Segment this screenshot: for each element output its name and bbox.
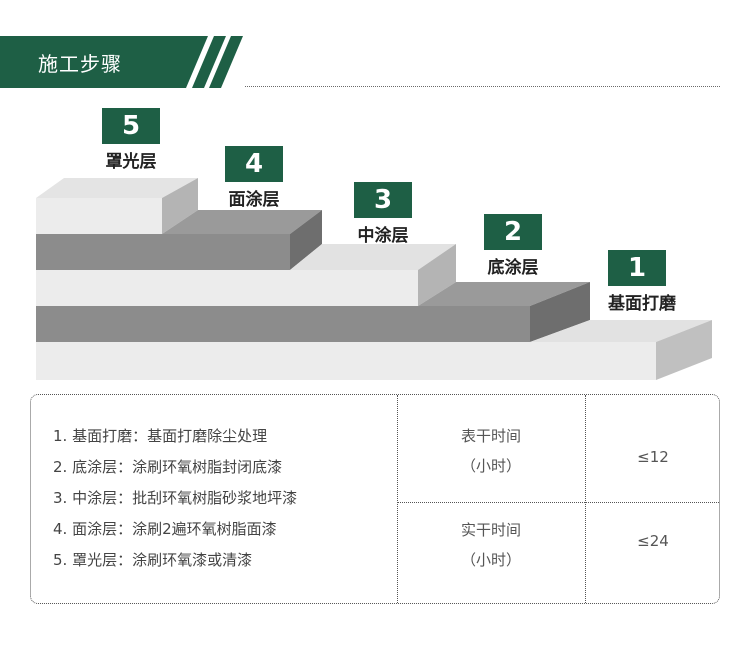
- section-title: 施工步骤: [38, 52, 122, 76]
- stair-graphic: [36, 178, 712, 380]
- step-3-number: 3: [354, 182, 412, 218]
- step-4-number: 4: [225, 146, 283, 182]
- step-3-name: 中涂层: [357, 226, 409, 246]
- row-divider: [397, 502, 719, 503]
- hard-dry-unit: （小时）: [460, 551, 521, 569]
- hard-dry-cell: 实干时间 （小时）: [397, 515, 585, 575]
- surface-dry-label: 表干时间: [460, 427, 521, 445]
- step-5-label: 5 罩光层: [102, 108, 160, 172]
- step-2-label: 2 底涂层: [484, 214, 542, 278]
- step-1-name: 基面打磨: [608, 294, 676, 314]
- surface-dry-value: ≤12: [637, 448, 669, 466]
- step-2-number: 2: [484, 214, 542, 250]
- step-5-name: 罩光层: [105, 152, 157, 172]
- step-1-number: 1: [608, 250, 666, 286]
- list-item: 2. 底涂层：涂刷环氧树脂封闭底漆: [53, 458, 283, 476]
- hard-dry-label: 实干时间: [460, 521, 521, 539]
- column-divider: [585, 395, 586, 603]
- column-divider: [397, 395, 398, 603]
- step-1-label: 1 基面打磨: [608, 250, 676, 314]
- list-item: 5. 罩光层：涂刷环氧漆或清漆: [53, 551, 253, 569]
- list-item: 4. 面涂层：涂刷2遍环氧树脂面漆: [53, 520, 277, 538]
- process-table: 1. 基面打磨：基面打磨除尘处理 2. 底涂层：涂刷环氧树脂封闭底漆 3. 中涂…: [30, 394, 720, 604]
- header-divider: [245, 86, 720, 87]
- list-item: 3. 中涂层：批刮环氧树脂砂浆地坪漆: [53, 489, 298, 507]
- process-steps-list: 1. 基面打磨：基面打磨除尘处理 2. 底涂层：涂刷环氧树脂封闭底漆 3. 中涂…: [53, 421, 297, 576]
- steps-illustration: 5 罩光层 4 面涂层 3 中涂层 2 底涂层 1 基面打磨: [36, 108, 712, 380]
- surface-dry-unit: （小时）: [460, 457, 521, 475]
- step-4-label: 4 面涂层: [225, 146, 283, 210]
- list-item: 1. 基面打磨：基面打磨除尘处理: [53, 427, 268, 445]
- surface-dry-cell: 表干时间 （小时）: [397, 421, 585, 481]
- section-header: 施工步骤: [0, 36, 245, 88]
- step-3-label: 3 中涂层: [354, 182, 412, 246]
- step-5-number: 5: [102, 108, 160, 144]
- step-4-name: 面涂层: [228, 190, 280, 210]
- step-2-name: 底涂层: [487, 258, 539, 278]
- hard-dry-value: ≤24: [637, 532, 669, 550]
- header-banner-shape: [0, 36, 243, 88]
